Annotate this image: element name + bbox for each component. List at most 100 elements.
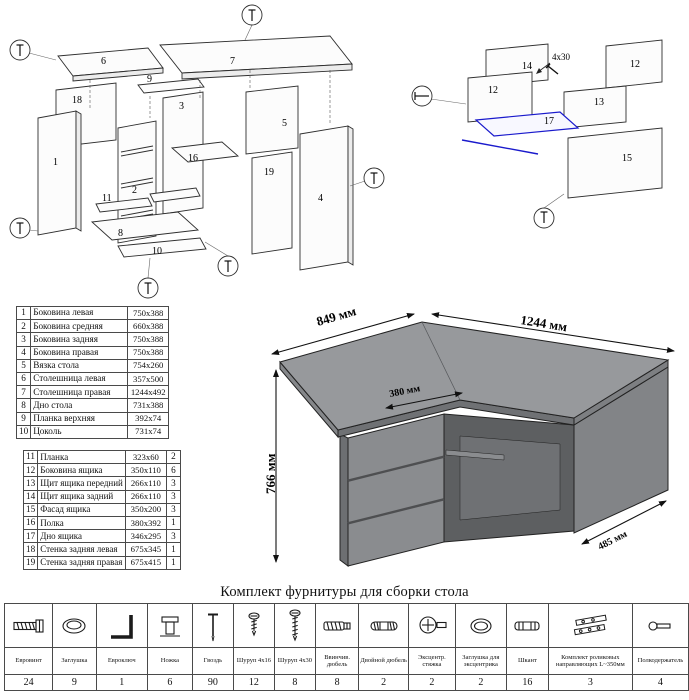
hex-key-icon <box>110 614 133 639</box>
part-number: 10 <box>15 424 32 439</box>
part-size: 750x388 <box>127 332 170 347</box>
part-qty: 2 <box>165 449 181 465</box>
part-label: 5 <box>282 118 287 129</box>
hardware-item-qty: 8 <box>273 674 316 691</box>
drawer-slide-blue-line <box>461 139 539 155</box>
part-name: Полка <box>37 515 126 531</box>
wood-dowel-icon <box>514 620 540 631</box>
part-label: 13 <box>594 97 604 108</box>
part-label: 11 <box>102 193 112 204</box>
hardware-item-icon <box>95 603 148 648</box>
desk-panels <box>37 35 354 271</box>
hardware-item-qty: 16 <box>506 674 549 691</box>
part-name: Столешница правая <box>30 385 129 400</box>
part-number: 3 <box>15 332 32 347</box>
eccentric-cap-icon <box>470 617 492 634</box>
dimension-849: 849 мм <box>315 303 358 329</box>
hardware-item-qty: 2 <box>408 674 456 691</box>
part-label: 17 <box>544 116 554 127</box>
part-name: Планка верхняя <box>30 411 129 426</box>
euro-screw-icon <box>13 618 44 633</box>
screw-large-icon <box>289 608 301 641</box>
part-name: Планка <box>37 449 126 465</box>
part-number: 11 <box>22 449 39 465</box>
part-name: Цоколь <box>30 424 129 439</box>
part-size: 357x500 <box>127 371 170 387</box>
part-size: 675x415 <box>124 555 167 570</box>
hardware-icon-row <box>3 603 689 648</box>
drawer-slides-icon <box>574 614 608 635</box>
hardware-item-icon <box>454 603 508 648</box>
hardware-item-name: Ножка <box>146 647 193 675</box>
part-size: 660x388 <box>127 319 170 334</box>
part-label: 10 <box>152 246 162 257</box>
part-name: Столешница левая <box>30 371 129 387</box>
part-number: 7 <box>15 385 32 400</box>
part-number: 18 <box>22 542 39 557</box>
part-size: 750x388 <box>127 345 170 360</box>
hardware-item-name: Двойной дюбель <box>358 647 410 675</box>
dimension-485: 485 мм <box>596 529 629 553</box>
part-size: 323x60 <box>124 449 167 465</box>
hardware-item-icon <box>191 603 234 648</box>
callout-screw-icons <box>16 9 378 294</box>
part-name: Фасад ящика <box>37 502 126 517</box>
part-qty: 1 <box>165 542 181 557</box>
hardware-item-qty: 90 <box>191 674 234 691</box>
part-size: 266x110 <box>124 476 167 491</box>
part-label: 12 <box>488 85 498 96</box>
part-size: 1244x492 <box>127 385 170 400</box>
part-size: 346x295 <box>124 529 167 544</box>
part-qty: 3 <box>165 489 181 504</box>
hardware-item-icon <box>314 603 360 648</box>
part-qty: 6 <box>165 463 181 478</box>
part-size: 266x110 <box>124 489 167 504</box>
part-label: 14 <box>522 61 532 72</box>
part-name: Щит ящика задний <box>37 489 126 504</box>
screw-in-dowel-icon <box>323 620 351 631</box>
callout-leader-lines <box>28 24 366 279</box>
part-size: 754x260 <box>127 358 170 373</box>
cap-icon <box>62 617 86 634</box>
part-label: 19 <box>264 167 274 178</box>
hardware-kit-table: Евровинт Заглушка Евроключ Ножка Гвоздь … <box>3 603 689 691</box>
hardware-item-qty: 24 <box>3 674 54 691</box>
part-number: 13 <box>22 476 39 491</box>
part-name: Стенка задняя левая <box>37 542 126 557</box>
part-number: 17 <box>22 529 39 544</box>
hardware-item-icon <box>631 603 689 648</box>
hardware-item-icon <box>52 603 97 648</box>
part-label: 8 <box>118 228 123 239</box>
part-qty: 3 <box>165 529 181 544</box>
hardware-item-icon <box>3 603 54 648</box>
part-qty: 1 <box>165 555 181 570</box>
hardware-item-name: Заглушка для эксцентрика <box>454 647 508 675</box>
part-number: 2 <box>15 319 32 334</box>
hardware-item-name: Шкант <box>506 647 549 675</box>
part-number: 12 <box>22 463 39 478</box>
callout-leader-lines <box>430 98 565 209</box>
part-size: 731x388 <box>127 398 170 413</box>
callout-screw-icons <box>414 92 548 223</box>
part-label: 9 <box>147 74 152 85</box>
hardware-item-qty: 2 <box>454 674 508 691</box>
part-number: 4 <box>15 345 32 360</box>
hardware-item-name: Шуруп 4x16 <box>232 647 275 675</box>
hardware-item-qty: 3 <box>547 674 633 691</box>
hardware-item-icon <box>146 603 193 648</box>
part-number: 9 <box>15 411 32 426</box>
hardware-item-name: Комплект роликовых направляющих L~350мм <box>547 647 633 675</box>
part-name: Щит ящика передний <box>37 476 126 491</box>
